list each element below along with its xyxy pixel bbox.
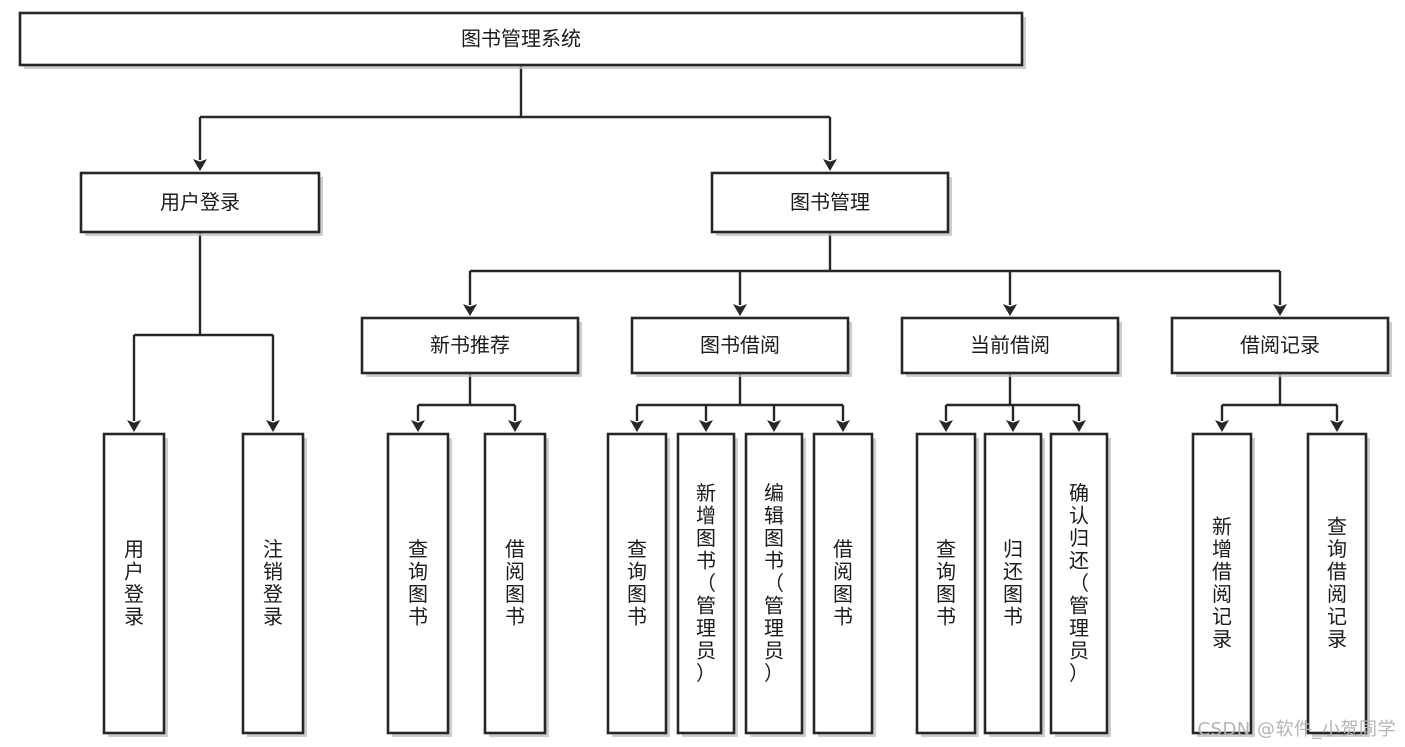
node-leaf-add-book[interactable]: 新增图书（管理员） — [676, 432, 738, 737]
node-label: 编辑图书（管理员） — [764, 481, 784, 685]
node-new-book-recommend[interactable]: 新书推荐 — [360, 316, 582, 377]
node-leaf-query-book-cur[interactable]: 查询图书 — [915, 432, 979, 737]
node-label: 借阅记录 — [1240, 333, 1320, 357]
node-leaf-borrow-book-bor[interactable]: 借阅图书 — [812, 432, 876, 737]
node-user-login[interactable]: 用户登录 — [79, 171, 323, 236]
node-current-borrow[interactable]: 当前借阅 — [900, 316, 1122, 377]
node-label: 归还图书 — [1003, 537, 1023, 629]
node-leaf-edit-book[interactable]: 编辑图书（管理员） — [744, 432, 806, 737]
node-label: 当前借阅 — [970, 333, 1050, 357]
node-label: 查询借阅记录 — [1327, 515, 1347, 652]
node-label: 用户登录 — [124, 537, 144, 629]
node-label: 图书管理 — [790, 190, 870, 214]
node-label: 图书借阅 — [700, 333, 780, 357]
node-label: 借阅图书 — [505, 537, 525, 629]
node-label: 新增借阅记录 — [1212, 515, 1232, 652]
node-book-borrow[interactable]: 图书借阅 — [630, 316, 852, 377]
node-label: 新书推荐 — [430, 333, 510, 357]
node-label: 借阅图书 — [833, 537, 853, 629]
node-label: 查询图书 — [627, 537, 647, 629]
node-leaf-add-record[interactable]: 新增借阅记录 — [1191, 432, 1255, 737]
node-leaf-query-book-bor[interactable]: 查询图书 — [606, 432, 670, 737]
node-leaf-query-book-rec[interactable]: 查询图书 — [386, 432, 452, 737]
node-leaf-query-record[interactable]: 查询借阅记录 — [1306, 432, 1370, 737]
node-label: 确认归还（管理员） — [1069, 481, 1089, 685]
node-book-manage[interactable]: 图书管理 — [710, 171, 952, 236]
node-leaf-return-book[interactable]: 归还图书 — [983, 432, 1045, 737]
node-leaf-logout[interactable]: 注销登录 — [241, 432, 307, 737]
node-label: 查询图书 — [408, 537, 428, 629]
node-leaf-user-login[interactable]: 用户登录 — [102, 432, 168, 737]
node-label: 用户登录 — [160, 190, 240, 214]
nodes-layer: 图书管理系统用户登录图书管理新书推荐图书借阅当前借阅借阅记录用户登录注销登录查询… — [18, 11, 1392, 737]
node-leaf-confirm-return[interactable]: 确认归还（管理员） — [1049, 432, 1111, 737]
node-root[interactable]: 图书管理系统 — [18, 11, 1026, 69]
node-label: 查询图书 — [936, 537, 956, 629]
node-label: 新增图书（管理员） — [696, 481, 716, 685]
node-label: 注销登录 — [263, 537, 283, 629]
watermark-label: CSDN @软件_小贺同学 — [1197, 719, 1396, 740]
node-borrow-record[interactable]: 借阅记录 — [1170, 316, 1392, 377]
node-label: 图书管理系统 — [461, 27, 581, 51]
node-leaf-borrow-book-rec[interactable]: 借阅图书 — [483, 432, 549, 737]
connectors-layer — [127, 65, 1344, 432]
